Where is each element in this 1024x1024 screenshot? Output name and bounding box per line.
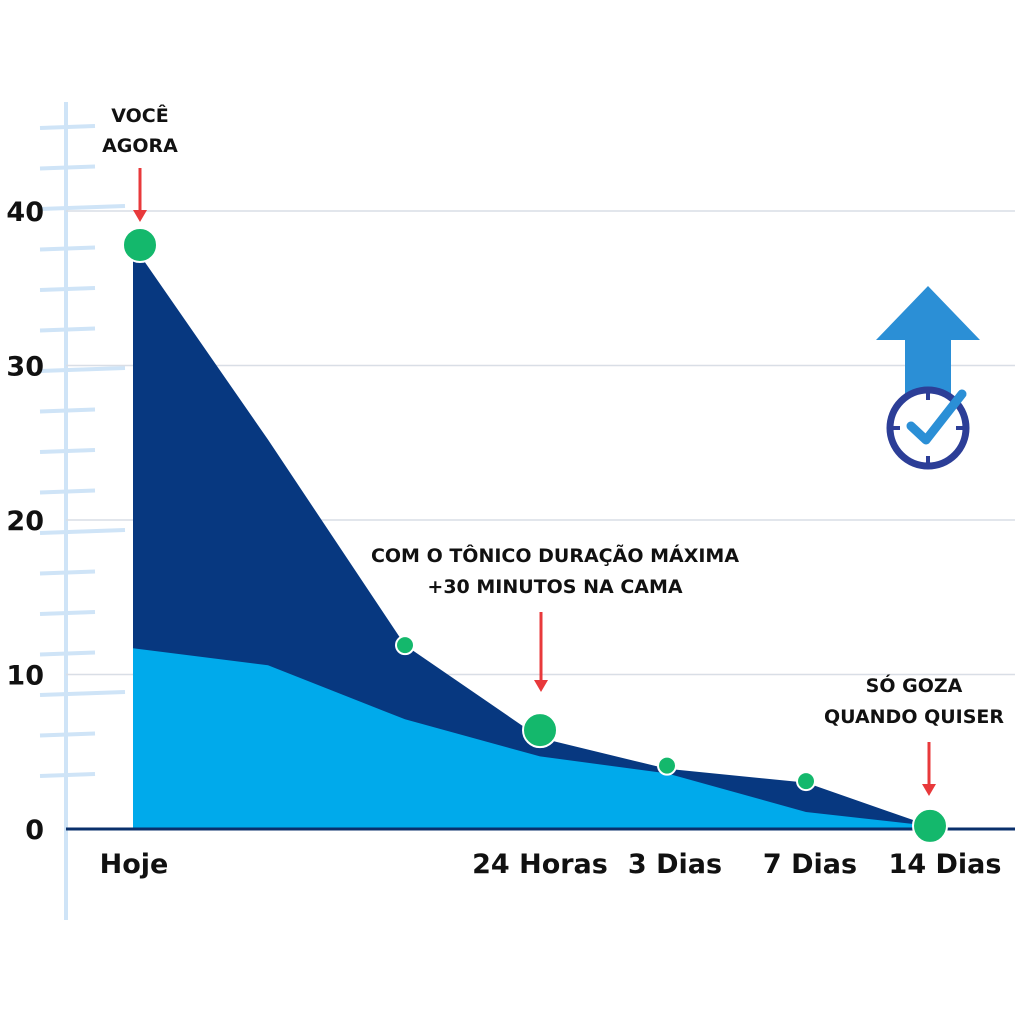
marker-large [912, 807, 948, 844]
y-tick-label: 30 [6, 352, 44, 383]
y-tick-label: 0 [25, 815, 44, 846]
ruler-tick [39, 690, 126, 697]
ruler-tick [39, 286, 96, 292]
ruler-tick [39, 650, 96, 657]
x-tick-label: 24 Horas [472, 849, 608, 880]
x-tick-label: 3 Dias [628, 849, 722, 880]
ruler-tick [39, 326, 96, 333]
marker-small [657, 755, 677, 776]
annotation-text: COM O TÔNICO DURAÇÃO MÁXIMA [371, 543, 739, 567]
ruler-tick [39, 731, 96, 738]
annotation-text: +30 MINUTOS NA CAMA [427, 576, 682, 598]
annotation-text: VOCÊ [111, 104, 168, 127]
ruler-tick [39, 610, 96, 616]
ruler-tick [39, 124, 96, 130]
annotation-arrow-head [133, 210, 147, 222]
x-axis-tick-labels: Hoje 24 Horas 3 Dias 7 Dias 14 Dias [100, 849, 1002, 880]
y-tick-label: 20 [6, 506, 44, 537]
ruler-tick [39, 448, 96, 454]
ruler-tick [39, 407, 96, 414]
ruler-tick [39, 528, 126, 535]
marker-small [395, 635, 415, 656]
marker-small [796, 771, 816, 792]
ruler-tick [39, 488, 96, 495]
annotation-arrow-head [534, 680, 548, 692]
marker-large [522, 712, 558, 749]
ruler-tick [39, 366, 126, 373]
annotation-text: QUANDO QUISER [824, 706, 1004, 728]
data-markers [122, 226, 948, 844]
annotation-text: SÓ GOZA [866, 673, 963, 697]
annotation-arrow-head [922, 784, 936, 796]
upward-arrow-clock-check-icon [876, 286, 980, 470]
x-tick-label: 14 Dias [889, 849, 1002, 880]
series-outer-area [133, 244, 930, 830]
annotation-text: AGORA [102, 135, 178, 157]
ruler-tick [39, 772, 96, 778]
y-axis-tick-labels: 0 10 20 30 40 [6, 197, 44, 846]
y-tick-label: 10 [6, 661, 44, 692]
marker-large [122, 226, 158, 263]
ruler-tick [39, 245, 96, 252]
annotation-arrows [133, 168, 936, 796]
y-tick-label: 40 [6, 197, 44, 228]
up-arrow-icon [876, 286, 980, 402]
ruler-tick [39, 204, 126, 211]
ruler-decoration [39, 102, 126, 920]
ruler-tick [39, 569, 96, 576]
annotations: VOCÊ AGORA COM O TÔNICO DURAÇÃO MÁXIMA +30 … [102, 104, 1004, 728]
x-tick-label: 7 Dias [763, 849, 857, 880]
ruler-tick [39, 164, 96, 171]
x-tick-label: Hoje [100, 849, 169, 880]
check-icon [906, 389, 967, 445]
series-inner-area [133, 648, 930, 829]
